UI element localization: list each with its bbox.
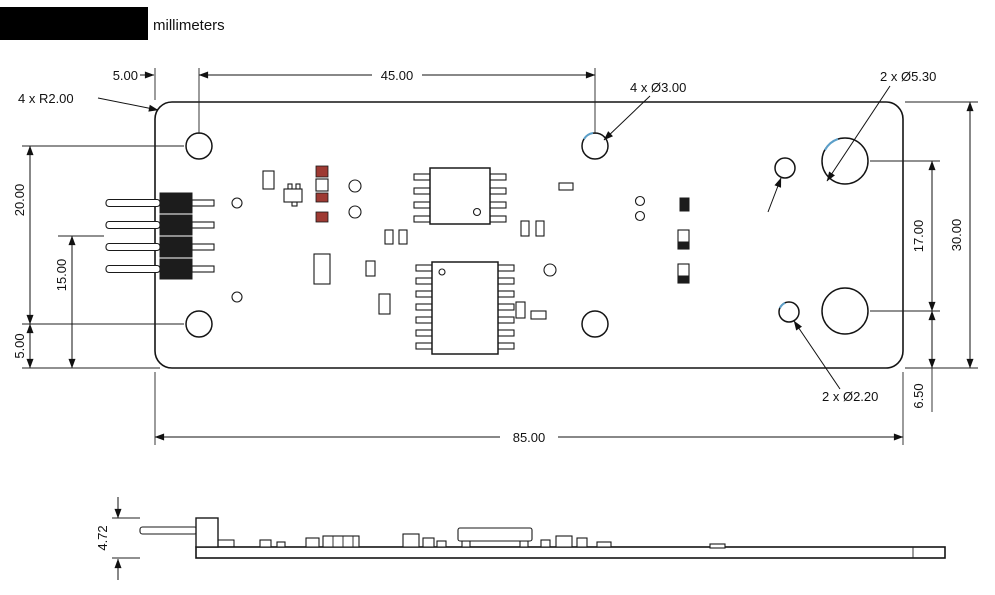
dim-label-hole-to-bottom: 5.00 (12, 333, 27, 358)
test-points (231, 179, 646, 303)
mounting-hole-top-left (185, 132, 213, 160)
redacted-text-block (0, 7, 148, 40)
ic-14pin (415, 261, 515, 355)
top-view: 5.00 45.00 4 x Ø3.00 2 x Ø5.30 4 x R2.00… (12, 68, 978, 445)
passive-components (262, 165, 690, 320)
label-small-holes: 2 x Ø2.20 (822, 389, 878, 404)
dim-label-edge-to-hole: 5.00 (113, 68, 138, 83)
hole-highlight-arc (583, 132, 594, 140)
dim-label-side-height: 4.72 (95, 525, 110, 550)
large-hole-bottom (821, 287, 869, 335)
side-board-profile (195, 546, 946, 559)
ic-8pin (413, 167, 507, 225)
small-hole-bottom (778, 301, 800, 323)
dim-label-board-width: 85.00 (513, 430, 546, 445)
dimensions-bottom: 85.00 2 x Ø2.20 (154, 177, 904, 445)
dim-label-hole-spacing-h: 45.00 (381, 68, 414, 83)
dim-label-large-hole-to-edge: 6.50 (911, 383, 926, 408)
label-corner-radius: 4 x R2.00 (18, 91, 74, 106)
units-label: millimeters (153, 17, 225, 34)
dim-label-hole-spacing-v: 20.00 (12, 184, 27, 217)
pin-header (105, 192, 215, 280)
side-view: 4.72 (95, 497, 946, 580)
dim-label-board-height: 30.00 (949, 219, 964, 252)
side-components (259, 527, 726, 549)
mounting-hole-bottom-left (185, 310, 213, 338)
hole-highlight-arc (824, 138, 839, 151)
label-large-holes: 2 x Ø5.30 (880, 69, 936, 84)
side-pin-header (139, 517, 235, 548)
dimensions-left: 20.00 5.00 15.00 (12, 145, 184, 369)
mounting-holes (185, 132, 869, 338)
title-block: millimeters (0, 7, 225, 40)
dimensions-top: 5.00 45.00 4 x Ø3.00 2 x Ø5.30 4 x R2.00 (18, 68, 936, 182)
dim-label-large-hole-spacing: 17.00 (911, 220, 926, 253)
dim-label-header-offset: 15.00 (54, 259, 69, 292)
mounting-hole-bottom-right (581, 310, 609, 338)
label-mounting-holes: 4 x Ø3.00 (630, 80, 686, 95)
small-hole-top (774, 157, 796, 179)
hole-highlight-arc (779, 302, 786, 309)
dimension-side-height: 4.72 (95, 497, 140, 580)
dimensions-right: 30.00 17.00 6.50 (870, 101, 978, 412)
